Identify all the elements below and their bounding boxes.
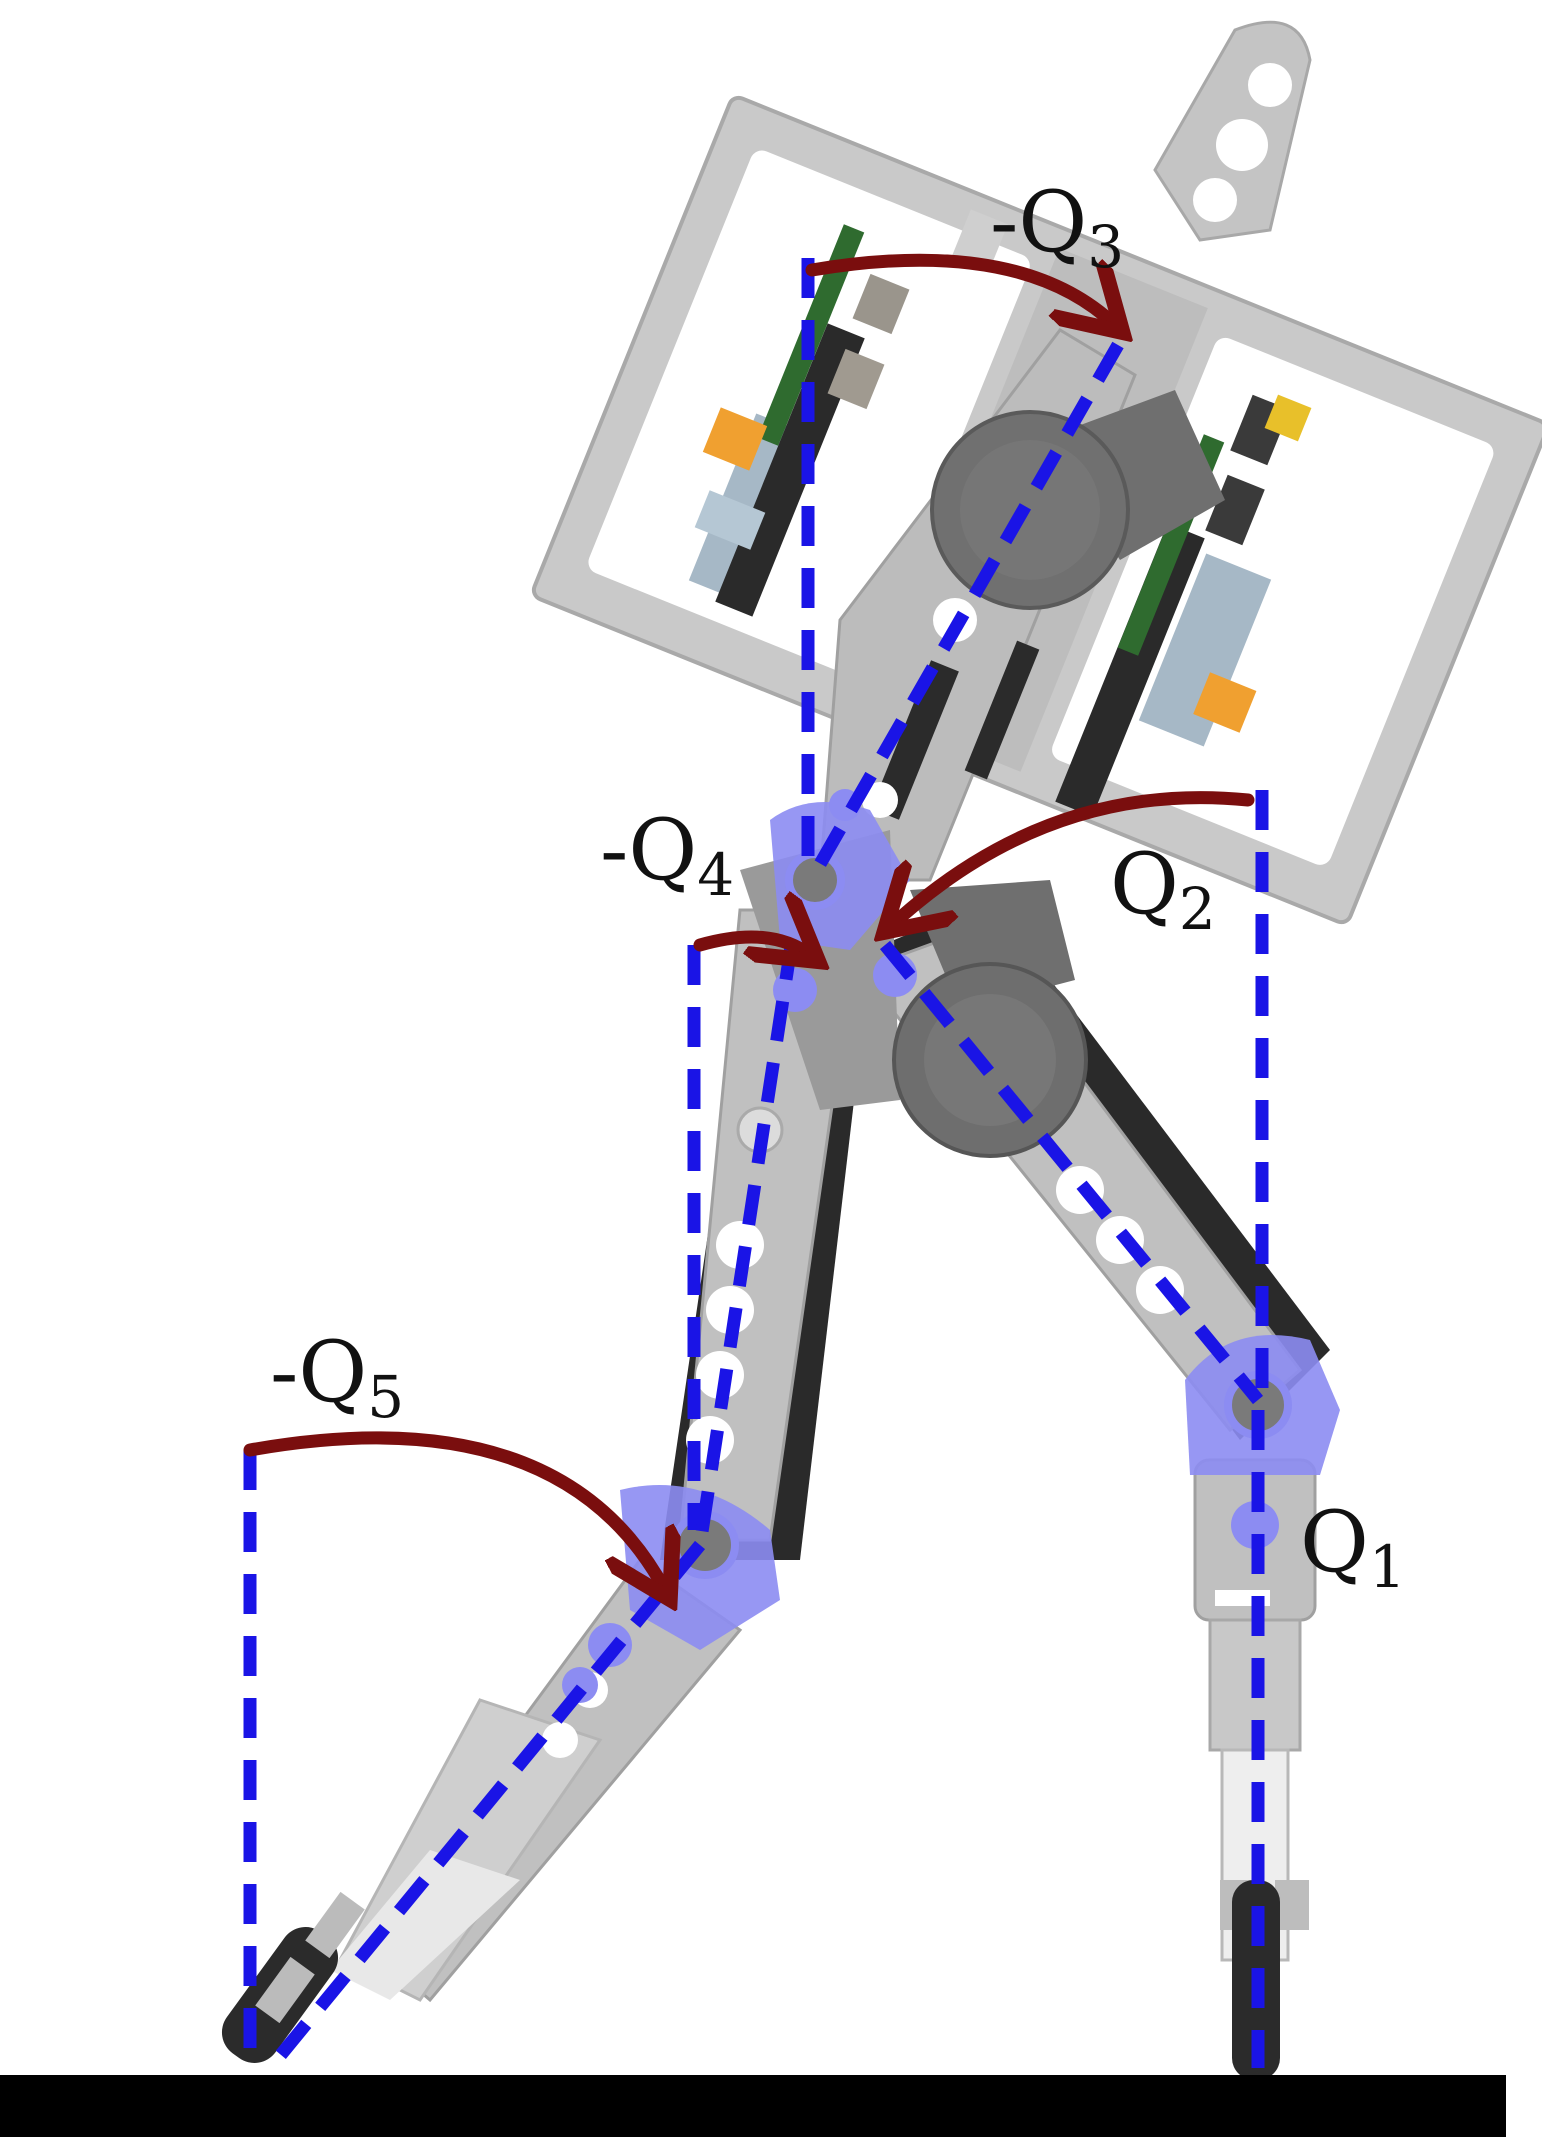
q3-sign: - [990, 173, 1019, 271]
q2-subscript: 2 [1178, 875, 1216, 944]
q4-angle-arrow [693, 937, 810, 955]
q2-symbol: Q [1110, 835, 1179, 933]
q4-subscript: 4 [697, 841, 735, 910]
right-knee-joint [1185, 1335, 1340, 1549]
q1-subscript: 1 [1368, 1533, 1406, 1602]
q2-angle-arrow [892, 791, 1255, 925]
q5-sign: - [270, 1323, 299, 1421]
angle-arrows [243, 253, 1255, 1590]
guide-lines [243, 258, 1269, 2073]
right-thigh-axis [879, 940, 1264, 1405]
q4-symbol: Q [628, 801, 698, 899]
q4-label: -Q4 [600, 808, 734, 904]
q5-angle-arrow [243, 1431, 665, 1590]
q3-subscript: 3 [1087, 213, 1125, 282]
q1-label: Q1 [1300, 1500, 1406, 1596]
left-shank-link [330, 1557, 743, 2003]
left-shank-axis [264, 1540, 706, 2073]
left-thigh-axis [693, 939, 799, 1546]
torso-axis [806, 341, 1124, 882]
q3-angle-arrow [805, 253, 1115, 325]
q4-sign: - [600, 801, 629, 899]
ground-bar [0, 2075, 1506, 2137]
q5-label: -Q5 [270, 1330, 404, 1426]
q5-symbol: Q [298, 1323, 368, 1421]
q3-label: -Q3 [990, 180, 1124, 276]
q2-label: Q2 [1110, 842, 1216, 938]
electronics-board-right [1055, 394, 1312, 817]
q5-subscript: 5 [367, 1363, 405, 1432]
q1-symbol: Q [1300, 1493, 1369, 1591]
q3-symbol: Q [1018, 173, 1088, 271]
